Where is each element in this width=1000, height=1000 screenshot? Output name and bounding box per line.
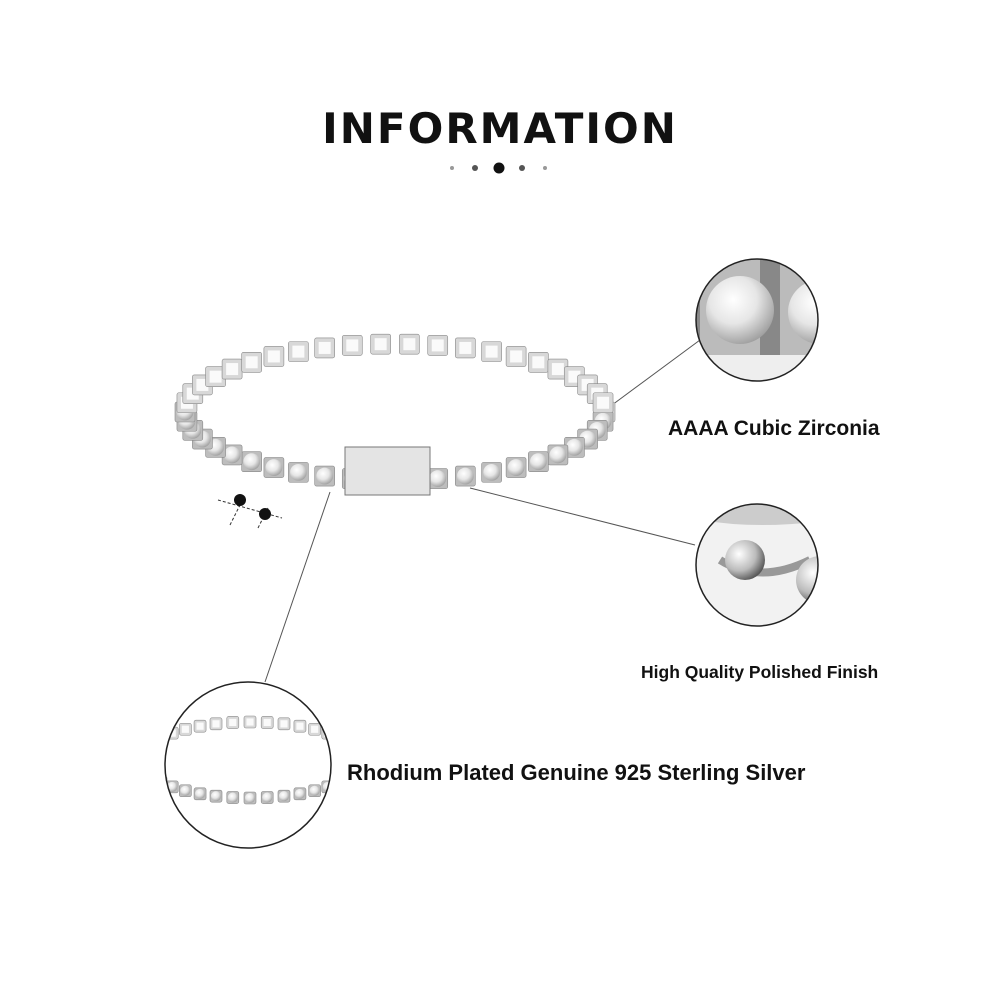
stone <box>529 453 547 471</box>
stone <box>165 777 167 788</box>
stone <box>316 467 334 485</box>
bracelet-link <box>165 731 168 744</box>
bracelet-link <box>165 776 168 789</box>
stone <box>147 772 157 782</box>
stone <box>289 463 307 481</box>
stone <box>136 761 146 771</box>
stone <box>309 785 320 796</box>
title-divider-dots <box>450 162 547 174</box>
bracelet-link <box>333 776 345 788</box>
stone <box>135 755 145 765</box>
bracelet-link <box>135 748 147 760</box>
stone <box>278 791 290 802</box>
stone <box>227 792 238 803</box>
bracelet-link <box>139 742 151 754</box>
bracelet-image <box>174 333 616 496</box>
feature-label-polished-finish: High Quality Polished Finish <box>641 662 879 682</box>
size-dots-icon <box>217 494 283 529</box>
bracelet-link <box>135 760 147 772</box>
bracelet-link <box>333 732 345 744</box>
stone <box>180 785 191 796</box>
bracelet-link <box>342 737 354 749</box>
page-title: INFORMATION <box>322 104 678 153</box>
stone <box>167 781 178 792</box>
stone <box>262 792 273 803</box>
stone <box>334 777 344 787</box>
stone <box>483 463 501 481</box>
callout-lines <box>264 339 701 683</box>
stone <box>507 459 525 476</box>
stone <box>265 459 283 476</box>
feature-label-sterling-silver: Rhodium Plated Genuine 925 Sterling Silv… <box>347 760 806 785</box>
stone <box>566 438 583 456</box>
stone <box>195 788 206 799</box>
stone <box>140 767 150 777</box>
bracelet-link <box>139 766 151 778</box>
bracelet-link <box>353 748 365 760</box>
stone <box>244 792 256 804</box>
bracelet-closeup-circle <box>134 681 365 849</box>
bracelet-link <box>146 771 158 783</box>
bracelet-link <box>134 754 146 766</box>
stone <box>223 446 241 464</box>
stone <box>429 470 447 487</box>
stones-closeup-circle <box>695 258 819 382</box>
stone <box>549 446 567 464</box>
clasp-closeup-circle <box>695 503 819 627</box>
bracelet-link <box>146 737 158 749</box>
stone <box>243 453 261 471</box>
clasp <box>344 446 431 496</box>
bracelet-link <box>349 742 361 754</box>
stone <box>294 788 305 799</box>
stone <box>456 467 474 485</box>
feature-label-cubic-zirconia: AAAA Cubic Zirconia <box>668 417 880 440</box>
stone <box>210 791 222 802</box>
